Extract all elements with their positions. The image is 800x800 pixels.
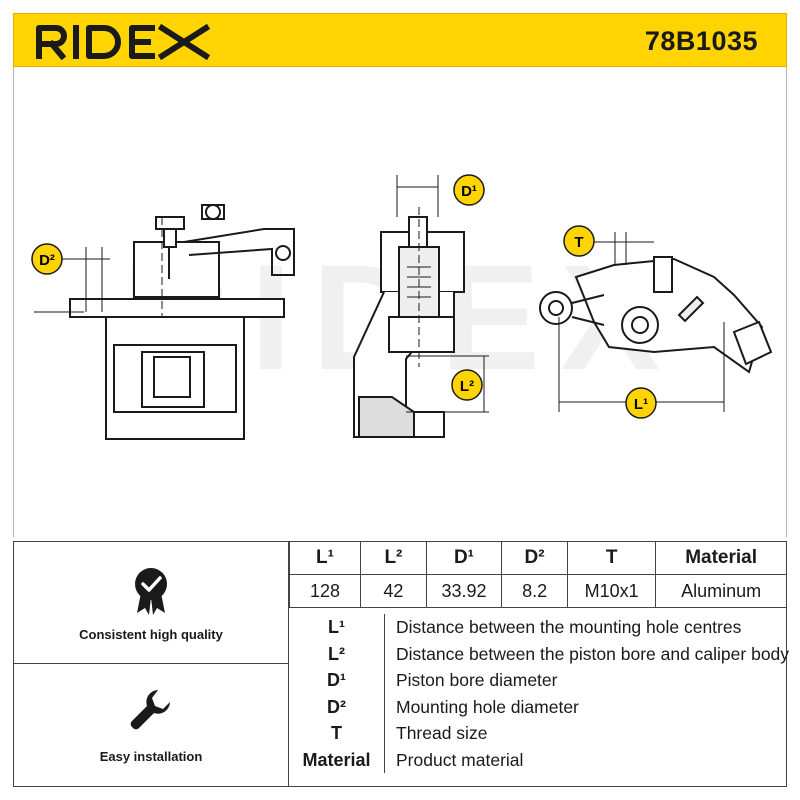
part-number: 78B1035: [644, 26, 758, 56]
spec-header-material: Material: [655, 542, 786, 575]
spec-header-l2: L²: [359, 542, 427, 575]
spec-value-d1: 33.92: [425, 574, 503, 608]
feature-installation: Easy installation: [14, 664, 289, 786]
tag-t-badge: [563, 225, 595, 257]
spec-value-l2: 42: [359, 574, 427, 608]
legend-row: Material Product material: [289, 746, 786, 773]
quality-badge-icon: [135, 568, 167, 615]
feature-installation-label: Easy installation: [99, 749, 203, 764]
header-bar: 78B1035: [13, 13, 787, 67]
legend-key: T: [331, 723, 342, 743]
legend-key: Material: [302, 749, 371, 770]
tag-l1-badge: [625, 387, 657, 419]
feature-quality: Consistent high quality: [14, 542, 289, 664]
legend-row: L¹ Distance between the mounting hole ce…: [289, 614, 786, 641]
legend-key: L¹: [328, 617, 345, 637]
legend-key: D²: [327, 696, 346, 717]
legend-desc: Product material: [396, 749, 524, 770]
legend-row: D² Mounting hole diameter: [289, 693, 786, 720]
tag-d1: D¹: [461, 183, 477, 200]
wrench-icon: [130, 690, 170, 730]
spec-value-d2: 8.2: [501, 574, 569, 608]
tag-d1-badge: [453, 174, 485, 206]
spec-table: L¹ L² D¹ D² T Material 128 42 33.92 8.2 …: [289, 542, 786, 608]
tag-l1: L¹: [634, 396, 648, 413]
spec-value-row: 128 42 33.92 8.2 M10x1 Aluminum: [289, 574, 786, 608]
technical-drawing: RIDEX D²: [13, 67, 787, 537]
legend-key: D¹: [327, 670, 346, 690]
legend-row: L² Distance between the piston bore and …: [289, 640, 790, 667]
caliper-section-view: [353, 175, 489, 438]
feature-quality-label: Consistent high quality: [79, 627, 223, 642]
caliper-front-view: [34, 204, 295, 440]
tag-l2-badge: [451, 369, 483, 401]
spec-header-d2: D²: [501, 542, 569, 575]
legend-desc: Piston bore diameter: [396, 670, 558, 690]
spec-value-l1: 128: [289, 574, 361, 608]
legend-row: T Thread size: [289, 720, 786, 747]
spec-header-row: L¹ L² D¹ D² T Material: [289, 542, 786, 575]
spec-value-material: Aluminum: [655, 574, 786, 608]
tag-t: T: [574, 234, 583, 251]
legend-row: D¹ Piston bore diameter: [289, 667, 786, 694]
caliper-drawings: RIDEX D²: [31, 174, 773, 440]
ridex-logo: [36, 23, 211, 60]
legend-desc: Distance between the piston bore and cal…: [396, 643, 790, 664]
caliper-side-view: [539, 232, 773, 412]
spec-value-t: M10x1: [567, 574, 657, 608]
legend-desc: Mounting hole diameter: [396, 696, 579, 717]
dimension-legend: L¹ Distance between the mounting hole ce…: [289, 614, 790, 773]
spec-header-t: T: [567, 542, 657, 575]
legend-key: L²: [328, 643, 345, 664]
legend-desc: Thread size: [396, 723, 488, 743]
spec-header-l1: L¹: [289, 542, 361, 575]
product-info-panel: Consistent high quality Easy installatio…: [13, 541, 790, 787]
legend-desc: Distance between the mounting hole centr…: [396, 617, 742, 637]
tag-d2: D²: [39, 252, 55, 269]
tag-l2: L²: [460, 378, 474, 395]
spec-header-d1: D¹: [425, 542, 503, 575]
